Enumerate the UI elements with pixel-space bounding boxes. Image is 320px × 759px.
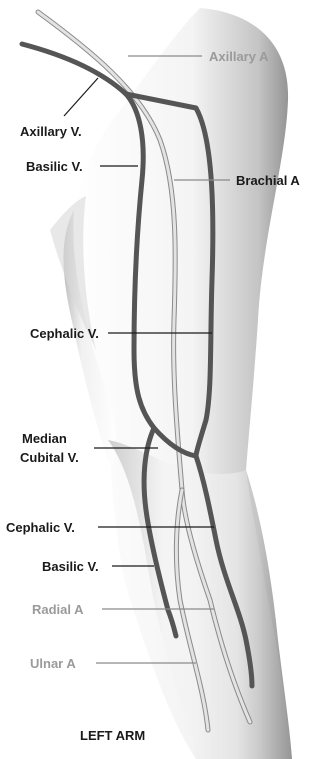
label-basilic-v-upper: Basilic V.	[26, 159, 83, 174]
label-median-cubital-line1: Median	[22, 431, 67, 446]
label-cephalic-v-lower: Cephalic V.	[6, 520, 75, 535]
label-median-cubital-line2: Cubital V.	[20, 450, 79, 465]
label-brachial-a: Brachial A	[236, 173, 300, 188]
caption-left-arm: LEFT ARM	[80, 728, 145, 743]
label-radial-a: Radial A	[32, 602, 84, 617]
leader-axillary-v	[64, 78, 98, 116]
label-ulnar-a: Ulnar A	[30, 656, 76, 671]
label-basilic-v-lower: Basilic V.	[42, 559, 99, 574]
label-axillary-v: Axillary V.	[20, 124, 82, 139]
label-axillary-a: Axillary A	[209, 49, 269, 64]
label-cephalic-v-upper: Cephalic V.	[30, 326, 99, 341]
